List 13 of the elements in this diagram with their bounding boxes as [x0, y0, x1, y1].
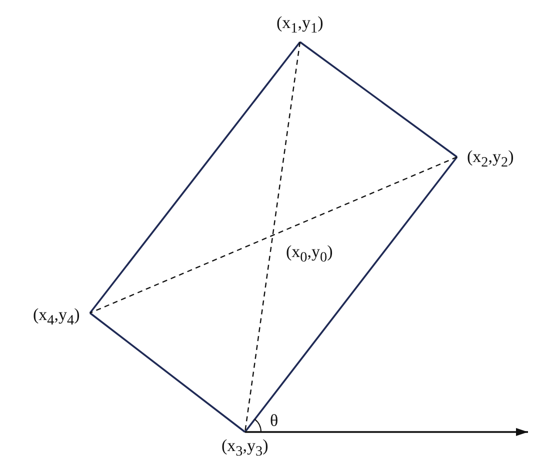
- diagonal-line: [244, 42, 301, 432]
- arrow: [245, 428, 528, 436]
- vertex-label: (x$_{4}$,y$_{4}$): [33, 304, 90, 330]
- vertex-label: (x$_{1}$,y$_{1}$): [276, 13, 324, 42]
- point-label: (x$_{0}$,y$_{0}$): [286, 242, 333, 268]
- rectangle-side: [89, 41, 301, 314]
- rectangle-side: [89, 312, 246, 433]
- diagonal-line: [90, 156, 458, 314]
- vertex-label: (x$_{3}$,y$_{3}$): [222, 432, 268, 462]
- angle-label: θ: [270, 411, 278, 431]
- rectangle-side: [299, 41, 458, 158]
- vertex-label: (x$_{2}$,y$_{2}$): [457, 146, 514, 172]
- rectangle-side: [244, 156, 458, 433]
